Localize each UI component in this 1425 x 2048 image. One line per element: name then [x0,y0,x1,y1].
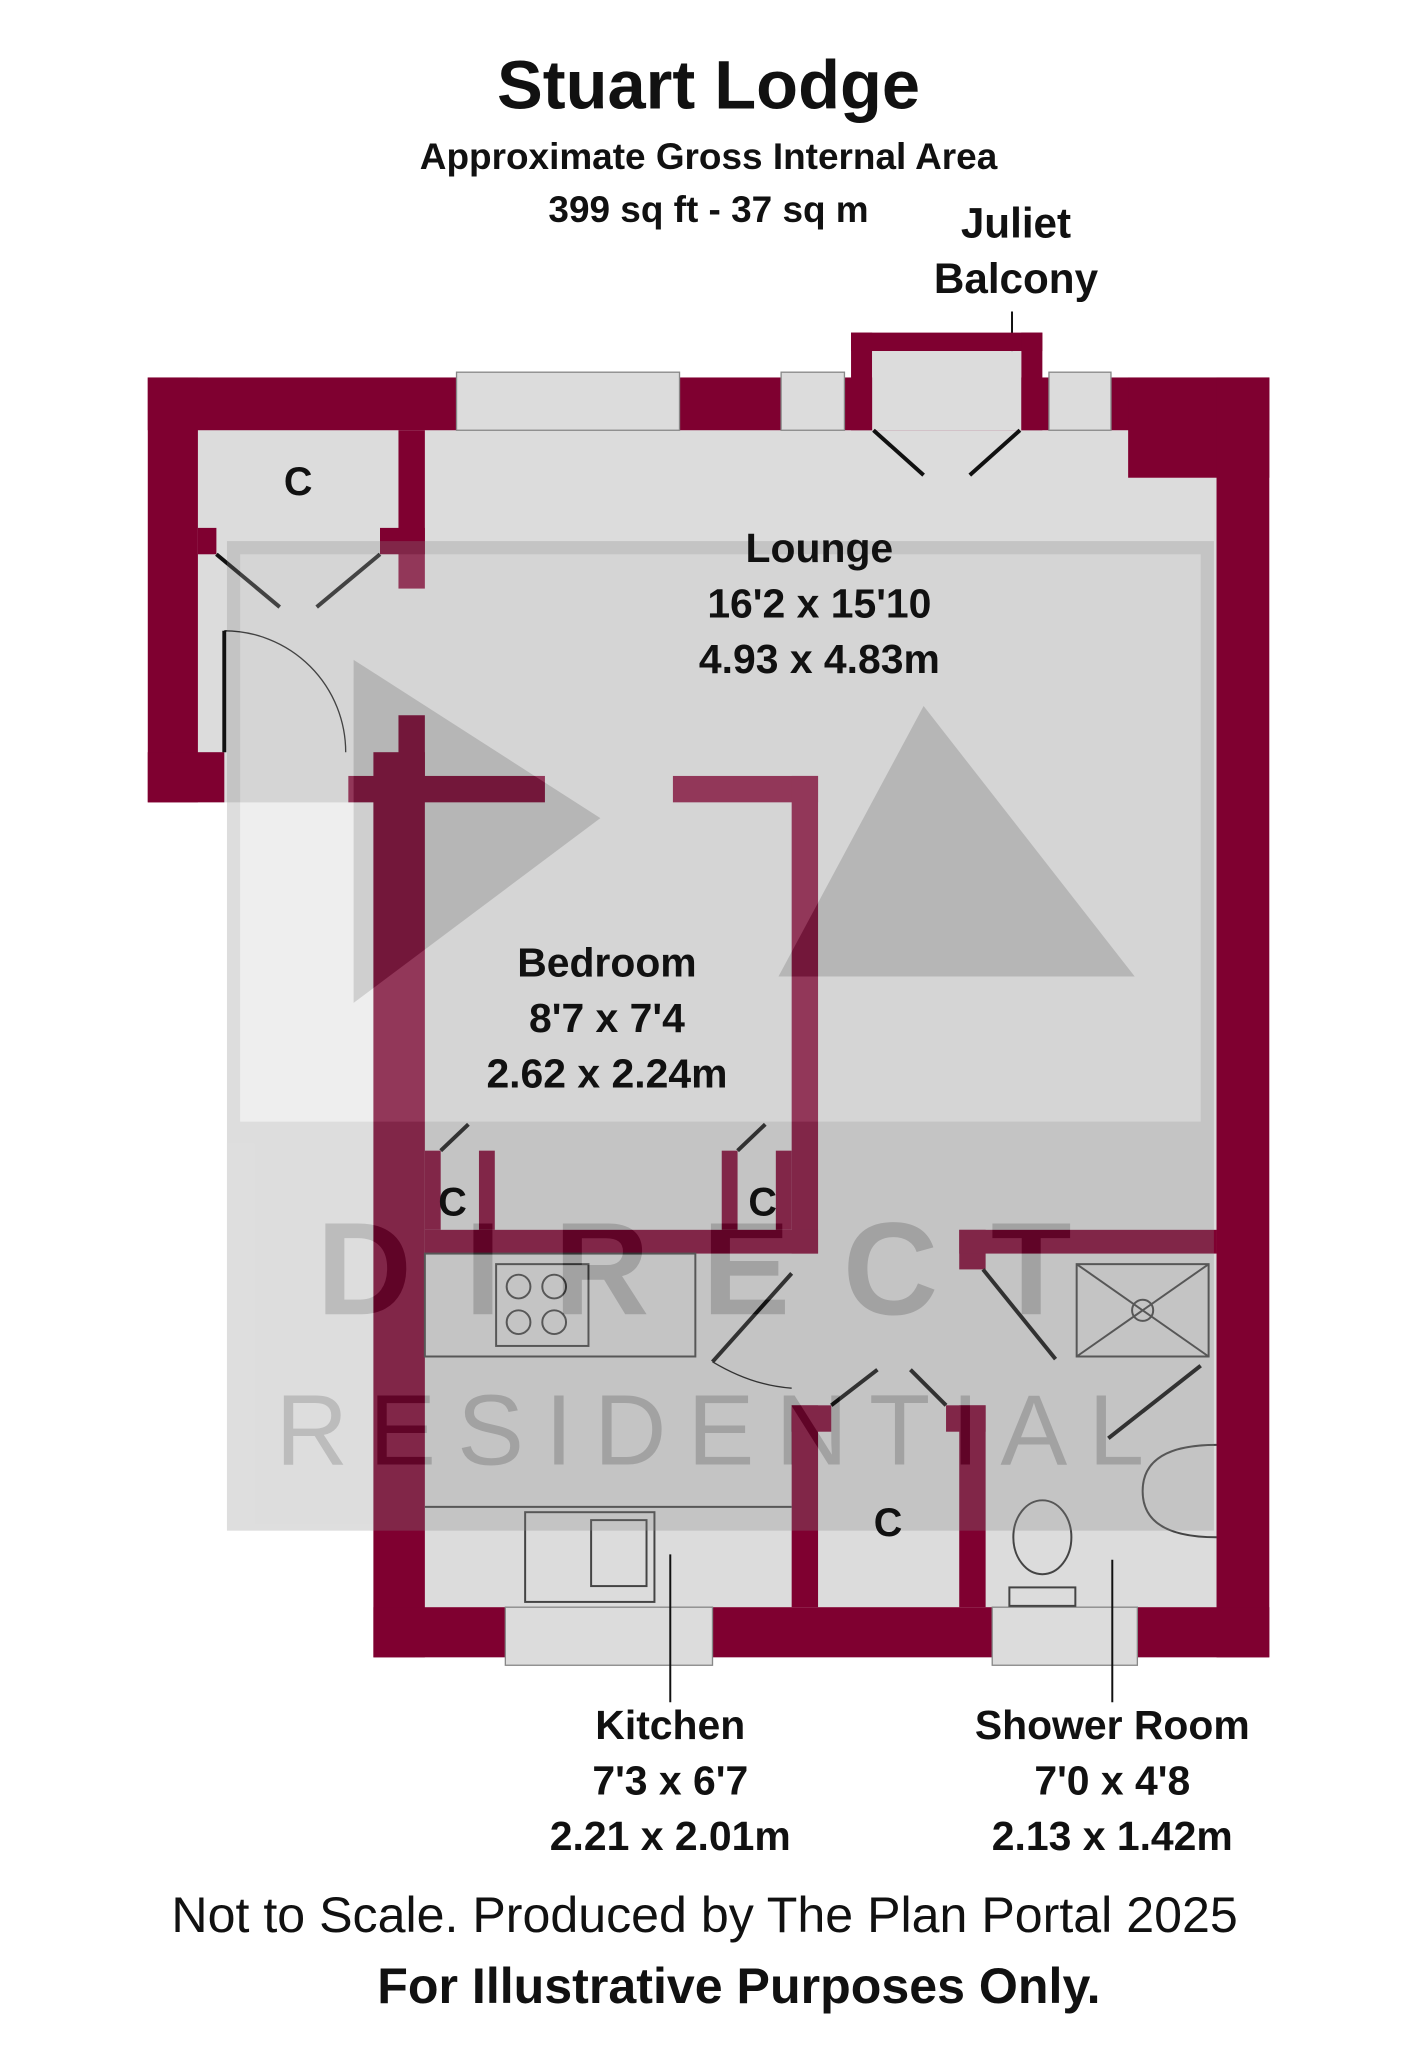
footer-disclaimer: Not to Scale. Produced by The Plan Porta… [171,1887,1237,1943]
room-name: Shower Room [975,1702,1250,1748]
room-imperial: 16'2 x 15'10 [707,581,931,627]
room-metric: 2.13 x 1.42m [992,1813,1233,1859]
shower-tray-icon [1075,1263,1210,1358]
room-name: Kitchen [595,1702,745,1748]
plan-title: Stuart Lodge [497,46,920,123]
floor [197,430,1217,1608]
room-metric: 2.21 x 2.01m [550,1813,791,1859]
toilet-icon [1012,1499,1073,1576]
balcony-label-2: Balcony [934,255,1099,302]
basin-icon [1141,1443,1217,1539]
cupboard-label: C [874,1501,903,1545]
plan-area: 399 sq ft - 37 sq m [548,189,868,230]
watermark-line1: DIRECT [317,1195,1125,1342]
cupboard-label: C [438,1180,467,1224]
room-imperial: 8'7 x 7'4 [529,995,685,1041]
hob-icon [495,1263,590,1347]
windows [455,351,1139,1666]
watermark: DIRECT RESIDENTIAL [226,541,1214,1531]
room-metric: 2.62 x 2.24m [486,1050,727,1096]
watermark-line2: RESIDENTIAL [276,1375,1166,1487]
room-shower: Shower Room 7'0 x 4'8 2.13 x 1.42m [975,1702,1250,1859]
room-name: Lounge [746,525,894,571]
plan-subtitle: Approximate Gross Internal Area [420,136,998,177]
room-bedroom: Bedroom 8'7 x 7'4 2.62 x 2.24m [486,940,727,1097]
cupboard-label: C [284,460,313,504]
balcony-label-1: Juliet [961,200,1071,247]
cupboard-label: C [748,1180,777,1224]
room-imperial: 7'3 x 6'7 [592,1758,748,1804]
doors [215,428,1202,1440]
room-name: Bedroom [517,940,696,986]
room-lounge: Lounge 16'2 x 15'10 4.93 x 4.83m [699,525,940,682]
footer-illustrative: For Illustrative Purposes Only. [377,1958,1100,2014]
fixtures [423,1252,1217,1703]
plan-structure [147,332,1270,1703]
room-imperial: 7'0 x 4'8 [1034,1758,1190,1804]
room-kitchen: Kitchen 7'3 x 6'7 2.21 x 2.01m [550,1702,791,1859]
room-metric: 4.93 x 4.83m [699,636,940,682]
sink-icon [524,1511,656,1603]
